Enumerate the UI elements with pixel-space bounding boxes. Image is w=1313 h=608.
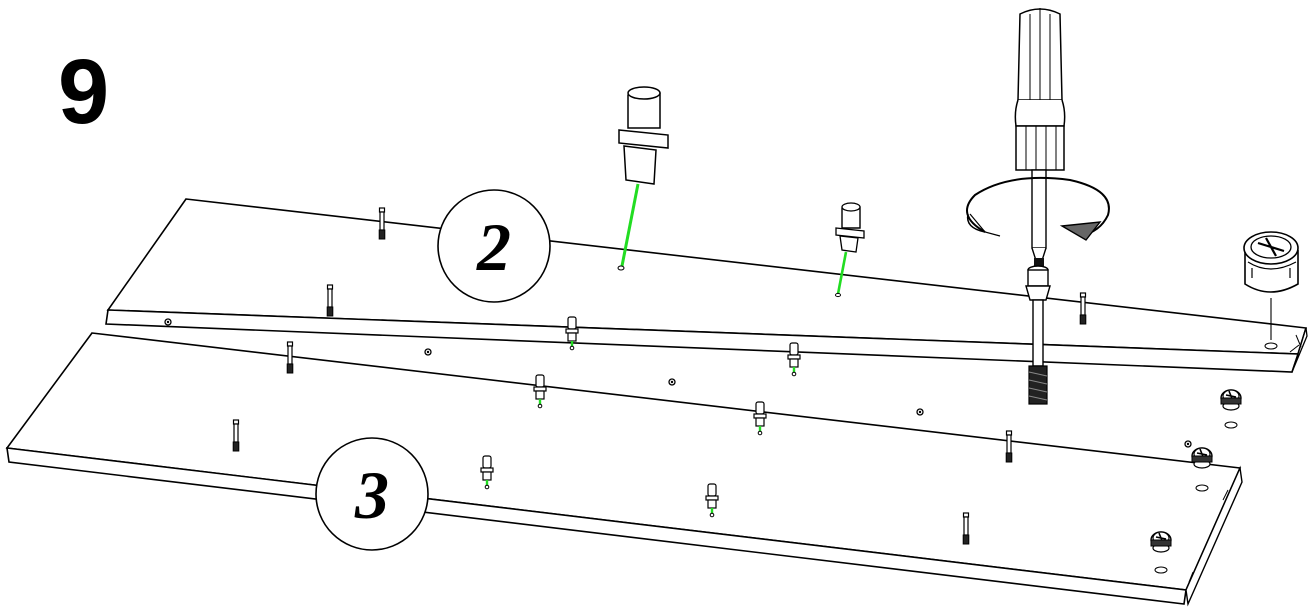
rotation-arrow-icon [966,176,1110,241]
medium-dowel-callout [835,202,865,298]
panel-2 [105,198,1308,448]
large-dowel-callout [617,86,669,271]
panel-2-label-text: 2 [476,209,511,285]
large-cam-bolt-icon [1025,265,1051,405]
panel-3-label-text: 3 [354,457,389,533]
screwdriver-icon [1014,8,1066,273]
large-cam-lock-icon [1243,231,1299,350]
panel-3-label: 3 [315,437,429,551]
panel-2-label: 2 [437,189,551,303]
step-number: 9 [58,41,110,143]
panel-3 [5,332,1243,607]
